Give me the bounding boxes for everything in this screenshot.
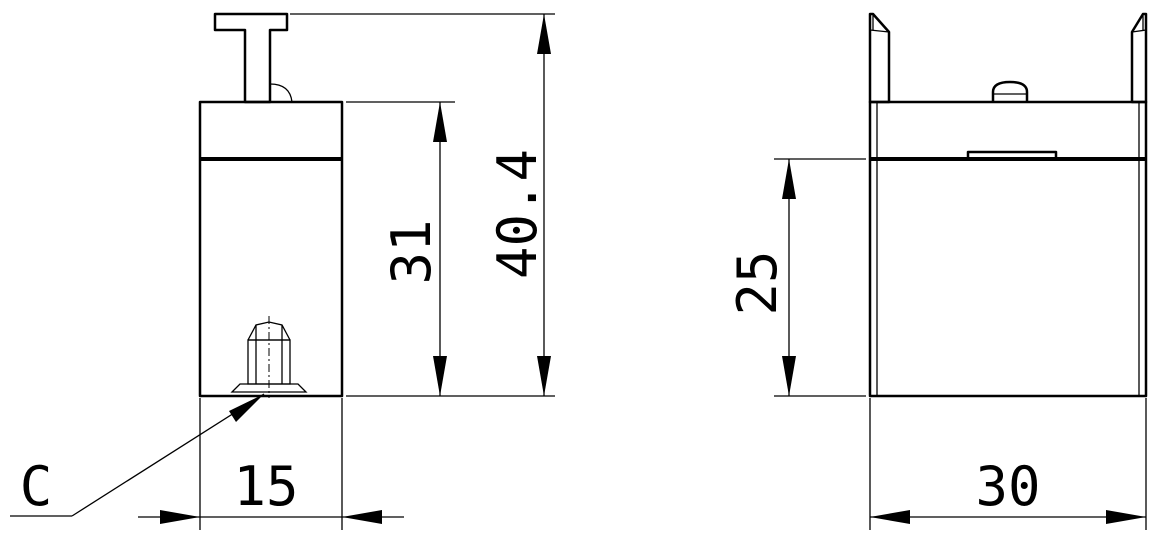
right-terminal: [1130, 12, 1148, 104]
dimension-overall-height: 40.4: [290, 13, 555, 396]
dimension-40-4-label: 40.4: [486, 149, 549, 279]
front-body: [868, 100, 1148, 398]
pin: [230, 316, 308, 398]
dimension-30-label: 30: [975, 455, 1040, 518]
top-latch: [991, 80, 1029, 102]
dimension-31-label: 31: [380, 219, 443, 284]
front-view: [868, 12, 1148, 398]
dimension-right-width: 30: [869, 398, 1147, 530]
handle: [213, 12, 289, 104]
side-body: [198, 100, 344, 398]
callout-c-label: C: [20, 455, 53, 518]
dimension-left-width: 15: [138, 398, 404, 530]
dimension-25-label: 25: [726, 250, 789, 315]
callout-c: C: [10, 393, 265, 518]
cover-slot: [966, 150, 1058, 157]
handle-latch: [269, 83, 293, 103]
dimension-inner-height: 31: [346, 101, 555, 397]
side-view: [198, 12, 344, 398]
dimension-right-height: 25: [726, 158, 866, 397]
dimension-15-label: 15: [233, 455, 298, 518]
